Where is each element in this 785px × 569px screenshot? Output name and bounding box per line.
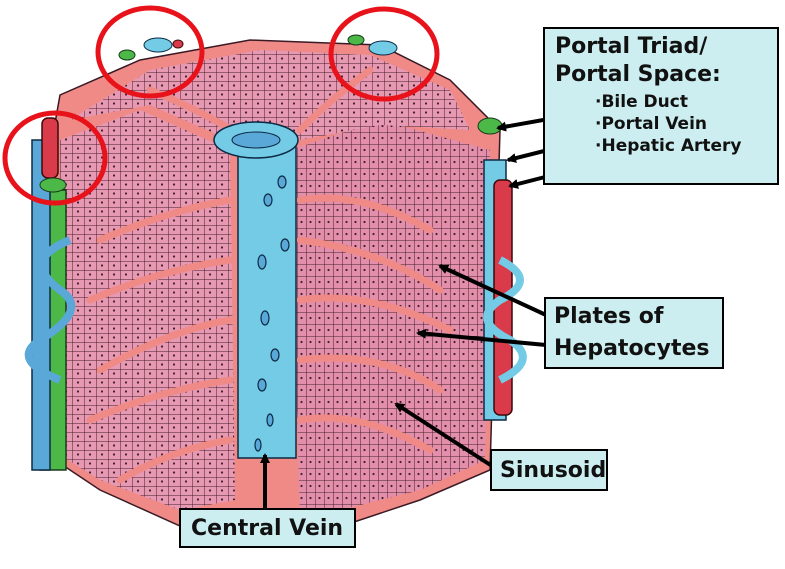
arrow-sinusoid — [394, 402, 494, 468]
central-vein-pores — [254, 175, 290, 452]
central-vein-lumen — [231, 131, 281, 149]
right-vessel-coil — [483, 256, 527, 384]
arrow-plates-lower — [416, 328, 547, 347]
left-bile-duct-top — [39, 177, 67, 193]
portal-triad-highlights — [2, 5, 440, 206]
highlight-circle-top-left — [95, 5, 205, 99]
highlight-circle-left — [2, 110, 108, 206]
arrow-plates-upper — [438, 264, 547, 317]
left-portal-vein — [31, 139, 51, 471]
portal-triad-title-line2: Portal Space: — [555, 62, 721, 87]
central-vein-tube — [237, 139, 297, 459]
plates-of-hepatocytes-label: Plates of Hepatocytes — [544, 297, 724, 369]
portal-triad-title: Portal Triad/ Portal Space: — [555, 33, 767, 89]
portal-triad-list: Bile Duct Portal Vein Hepatic Artery — [555, 91, 767, 157]
portal-triad-title-line1: Portal Triad/ — [555, 34, 708, 59]
sinusoid-label: Sinusoid — [490, 449, 608, 491]
triad-item-bile-duct: Bile Duct — [595, 91, 767, 113]
top-portal-vessels — [118, 34, 398, 61]
left-hepatic-artery — [41, 117, 59, 179]
top-left-bile-duct — [118, 49, 136, 61]
top-left-portal-vein — [143, 37, 173, 53]
left-portal-triad — [24, 117, 76, 471]
top-left-artery — [172, 39, 184, 49]
highlight-circle-top-right — [328, 6, 440, 102]
portal-triad-label: Portal Triad/ Portal Space: Bile Duct Po… — [543, 27, 779, 185]
top-right-portal-vein — [368, 40, 398, 56]
central-vein-label: Central Vein — [179, 508, 356, 548]
plates-left-region — [60, 110, 235, 510]
left-vessel-coil — [24, 236, 76, 384]
plates-label-line2: Hepatocytes — [554, 336, 710, 361]
central-vein — [213, 121, 299, 459]
plates-right-region — [290, 120, 490, 520]
right-portal-triad — [477, 117, 527, 421]
triad-item-portal-vein: Portal Vein — [595, 113, 767, 135]
triad-item-hepatic-artery: Hepatic Artery — [595, 135, 767, 157]
plates-label-line1: Plates of — [554, 304, 664, 329]
top-right-bile-duct — [347, 34, 365, 46]
